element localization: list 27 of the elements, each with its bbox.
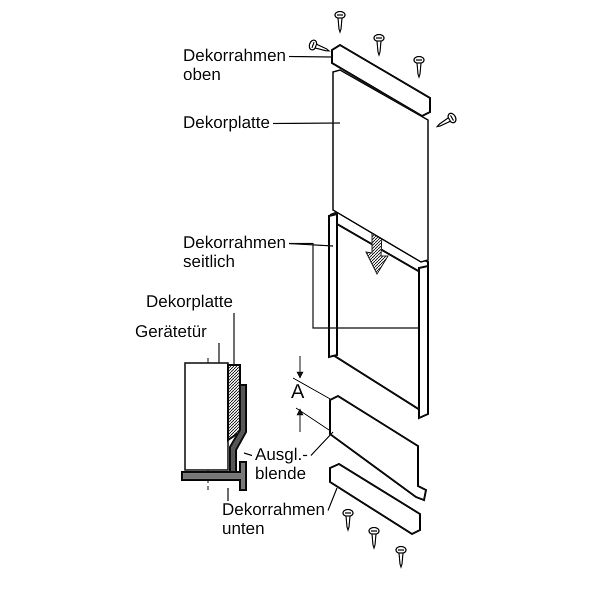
part-label: Gerätetür <box>135 322 208 341</box>
frame-rail <box>331 44 431 118</box>
trim-strip <box>329 394 428 502</box>
leader-line <box>288 242 334 247</box>
leader-line <box>233 313 235 365</box>
frame-rail <box>329 462 421 536</box>
frame-section <box>181 461 247 491</box>
part-label: Dekorrahmen unten <box>222 500 326 538</box>
part-label: Dekorplatte <box>146 292 234 311</box>
trim-section <box>229 384 247 473</box>
leader-line <box>310 432 334 456</box>
leader-line <box>289 56 332 58</box>
leader-line <box>227 488 229 501</box>
door-section <box>184 362 229 471</box>
part-label: Dekorrahmen oben <box>183 46 287 84</box>
leader-line <box>289 242 419 329</box>
side-frame <box>328 212 338 358</box>
leader-line <box>327 488 338 511</box>
side-frame <box>418 264 429 420</box>
part-label: Dekorplatte <box>183 113 271 132</box>
leader-line <box>244 452 252 456</box>
dimension-label: A <box>291 383 304 402</box>
leader-line <box>272 122 340 124</box>
panel-section <box>227 364 241 442</box>
part-label: Ausgl.- blende <box>255 445 309 483</box>
part-label: Dekorrahmen seitlich <box>183 233 287 271</box>
leader-line <box>218 343 220 363</box>
